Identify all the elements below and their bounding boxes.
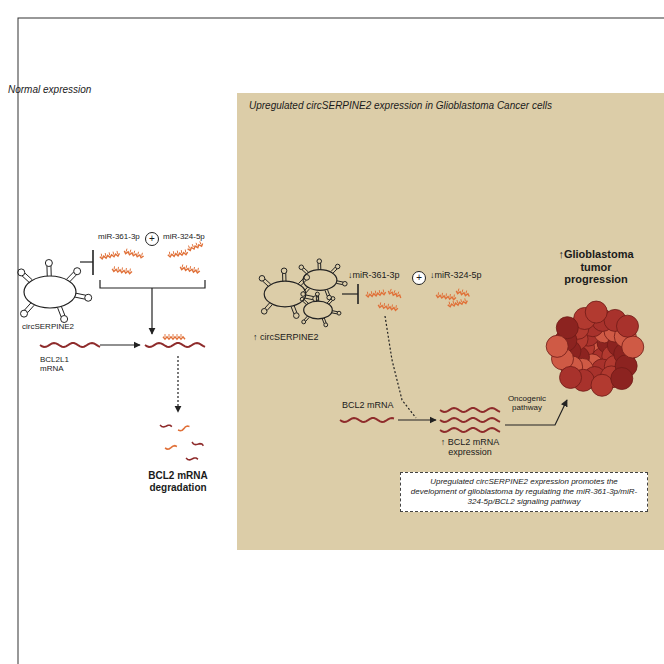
mirna-strand — [163, 334, 185, 339]
fragment — [186, 457, 198, 461]
arrow-line — [151, 288, 152, 334]
fragment — [160, 424, 172, 429]
circrna — [299, 259, 347, 300]
molecule-label: BCL2 mRNA — [342, 400, 402, 410]
mirna-strand — [365, 289, 386, 297]
mirna-strand — [456, 288, 471, 296]
inhibition-bar — [357, 284, 359, 304]
fragment — [165, 446, 177, 450]
circrna — [259, 268, 318, 318]
tumor-cell — [560, 366, 582, 388]
mrna-strand — [440, 408, 500, 412]
plus-circle: + — [145, 232, 159, 246]
mirna-strand — [180, 264, 201, 273]
molecule-label: circSERPINE2 — [22, 322, 92, 331]
node-text: Upregulated circSERPINE2 expression prom… — [407, 477, 641, 507]
mrna-strand — [440, 418, 500, 422]
mirna-strand — [447, 298, 468, 307]
section-heading: Normal expression — [8, 84, 138, 96]
tumor-cell — [622, 336, 644, 358]
mirna-strand — [167, 249, 188, 257]
molecule-label: miR-361-3p — [98, 232, 144, 241]
outcome-label: ↑Glioblastoma tumor progression — [553, 248, 639, 286]
outcome-label: BCL2 mRNA degradation — [141, 470, 215, 493]
mirna-strand — [99, 251, 120, 260]
inhibition-line — [342, 293, 358, 294]
node-text: Upregulated circSERPINE2 expression in G… — [249, 100, 652, 111]
tumor-cell — [591, 374, 613, 396]
arrow-line — [177, 356, 178, 412]
fragment — [192, 441, 204, 448]
inhibition-line — [80, 261, 93, 262]
plus-circle: + — [412, 271, 426, 285]
tumor-cell — [546, 335, 568, 357]
arrow-label: Oncogenic pathway — [500, 394, 554, 412]
mrna-strand — [40, 343, 100, 347]
mirna-strand — [112, 266, 133, 274]
summary-box: Upregulated circSERPINE2 expression prom… — [400, 472, 648, 512]
mrna-strand — [145, 343, 205, 347]
node-text: + — [416, 273, 422, 283]
mirna-strand — [378, 302, 399, 311]
circrna — [300, 292, 341, 327]
molecule-label: ↑ circSERPINE2 — [253, 332, 343, 342]
mrna-strand — [440, 428, 500, 432]
mirna-strand — [124, 248, 145, 258]
condition-panel: Upregulated circSERPINE2 expression in G… — [237, 93, 664, 550]
molecule-label: ↓miR-324-5p — [430, 270, 492, 280]
fragment — [178, 426, 190, 432]
tumor-cell — [611, 368, 633, 390]
molecule-label: miR-324-5p — [163, 232, 213, 241]
panel-ground — [237, 93, 664, 550]
molecule-label: ↓miR-361-3p — [348, 270, 410, 280]
mirna-strand — [187, 241, 204, 251]
circrna — [18, 260, 92, 323]
tumor-cell — [616, 315, 638, 337]
tumor-cell — [585, 301, 607, 323]
node-text: + — [149, 234, 155, 244]
mirna-strand — [436, 292, 457, 300]
frame — [18, 18, 664, 664]
mirna-strand — [388, 288, 403, 298]
molecule-label: ↑ BCL2 mRNA expression — [432, 437, 508, 458]
molecule-label: BCL2L1 mRNA — [40, 355, 78, 373]
mrna-strand — [340, 418, 394, 422]
inhibition-bar — [92, 250, 94, 275]
arrow-line — [398, 419, 436, 420]
arrow-line — [100, 344, 140, 345]
bracket — [100, 280, 205, 288]
